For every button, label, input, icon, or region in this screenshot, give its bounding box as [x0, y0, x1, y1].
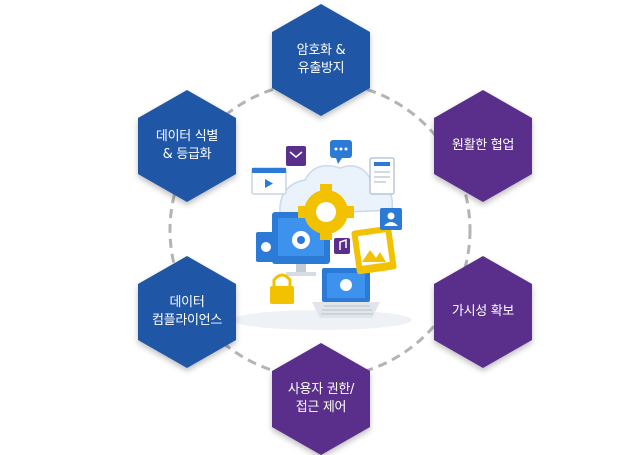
hex-label-line: 가시성 확보 — [451, 304, 515, 319]
gear-icon — [298, 184, 354, 240]
document-icon — [369, 157, 395, 195]
music-icon — [334, 238, 350, 254]
hex-label-line: 사용자 권한/ — [287, 382, 355, 397]
hex-classification: 데이터 식별 & 등급화 — [138, 90, 236, 202]
hex-label-line: 데이터 — [169, 295, 205, 310]
chat-icon — [330, 140, 352, 164]
image-icon — [351, 225, 397, 275]
mail-icon — [286, 146, 306, 166]
hex-label-line: & 등급화 — [162, 147, 212, 162]
hex-label-line: 원활한 협업 — [451, 138, 515, 153]
hex-label-line: 데이터 식별 — [155, 129, 219, 144]
padlock-icon — [270, 273, 294, 304]
hex-access-control: 사용자 권한/접근 제어 — [272, 343, 370, 455]
hex-label-line: 접근 제어 — [295, 400, 347, 415]
hex-visibility: 가시성 확보 — [434, 256, 532, 368]
user-icon — [380, 208, 402, 230]
hex-label-line: 컴플라이언스 — [152, 313, 222, 328]
hex-label-line: 암호화 & — [296, 43, 346, 58]
hex-label-line: 유출방지 — [297, 61, 345, 76]
hex-encryption: 암호화 & 유출방지 — [272, 4, 370, 116]
hex-collaboration: 원활한 협업 — [434, 90, 532, 202]
video-icon — [251, 167, 287, 195]
laptop-icon — [312, 268, 380, 318]
tablet-icon — [256, 232, 276, 262]
